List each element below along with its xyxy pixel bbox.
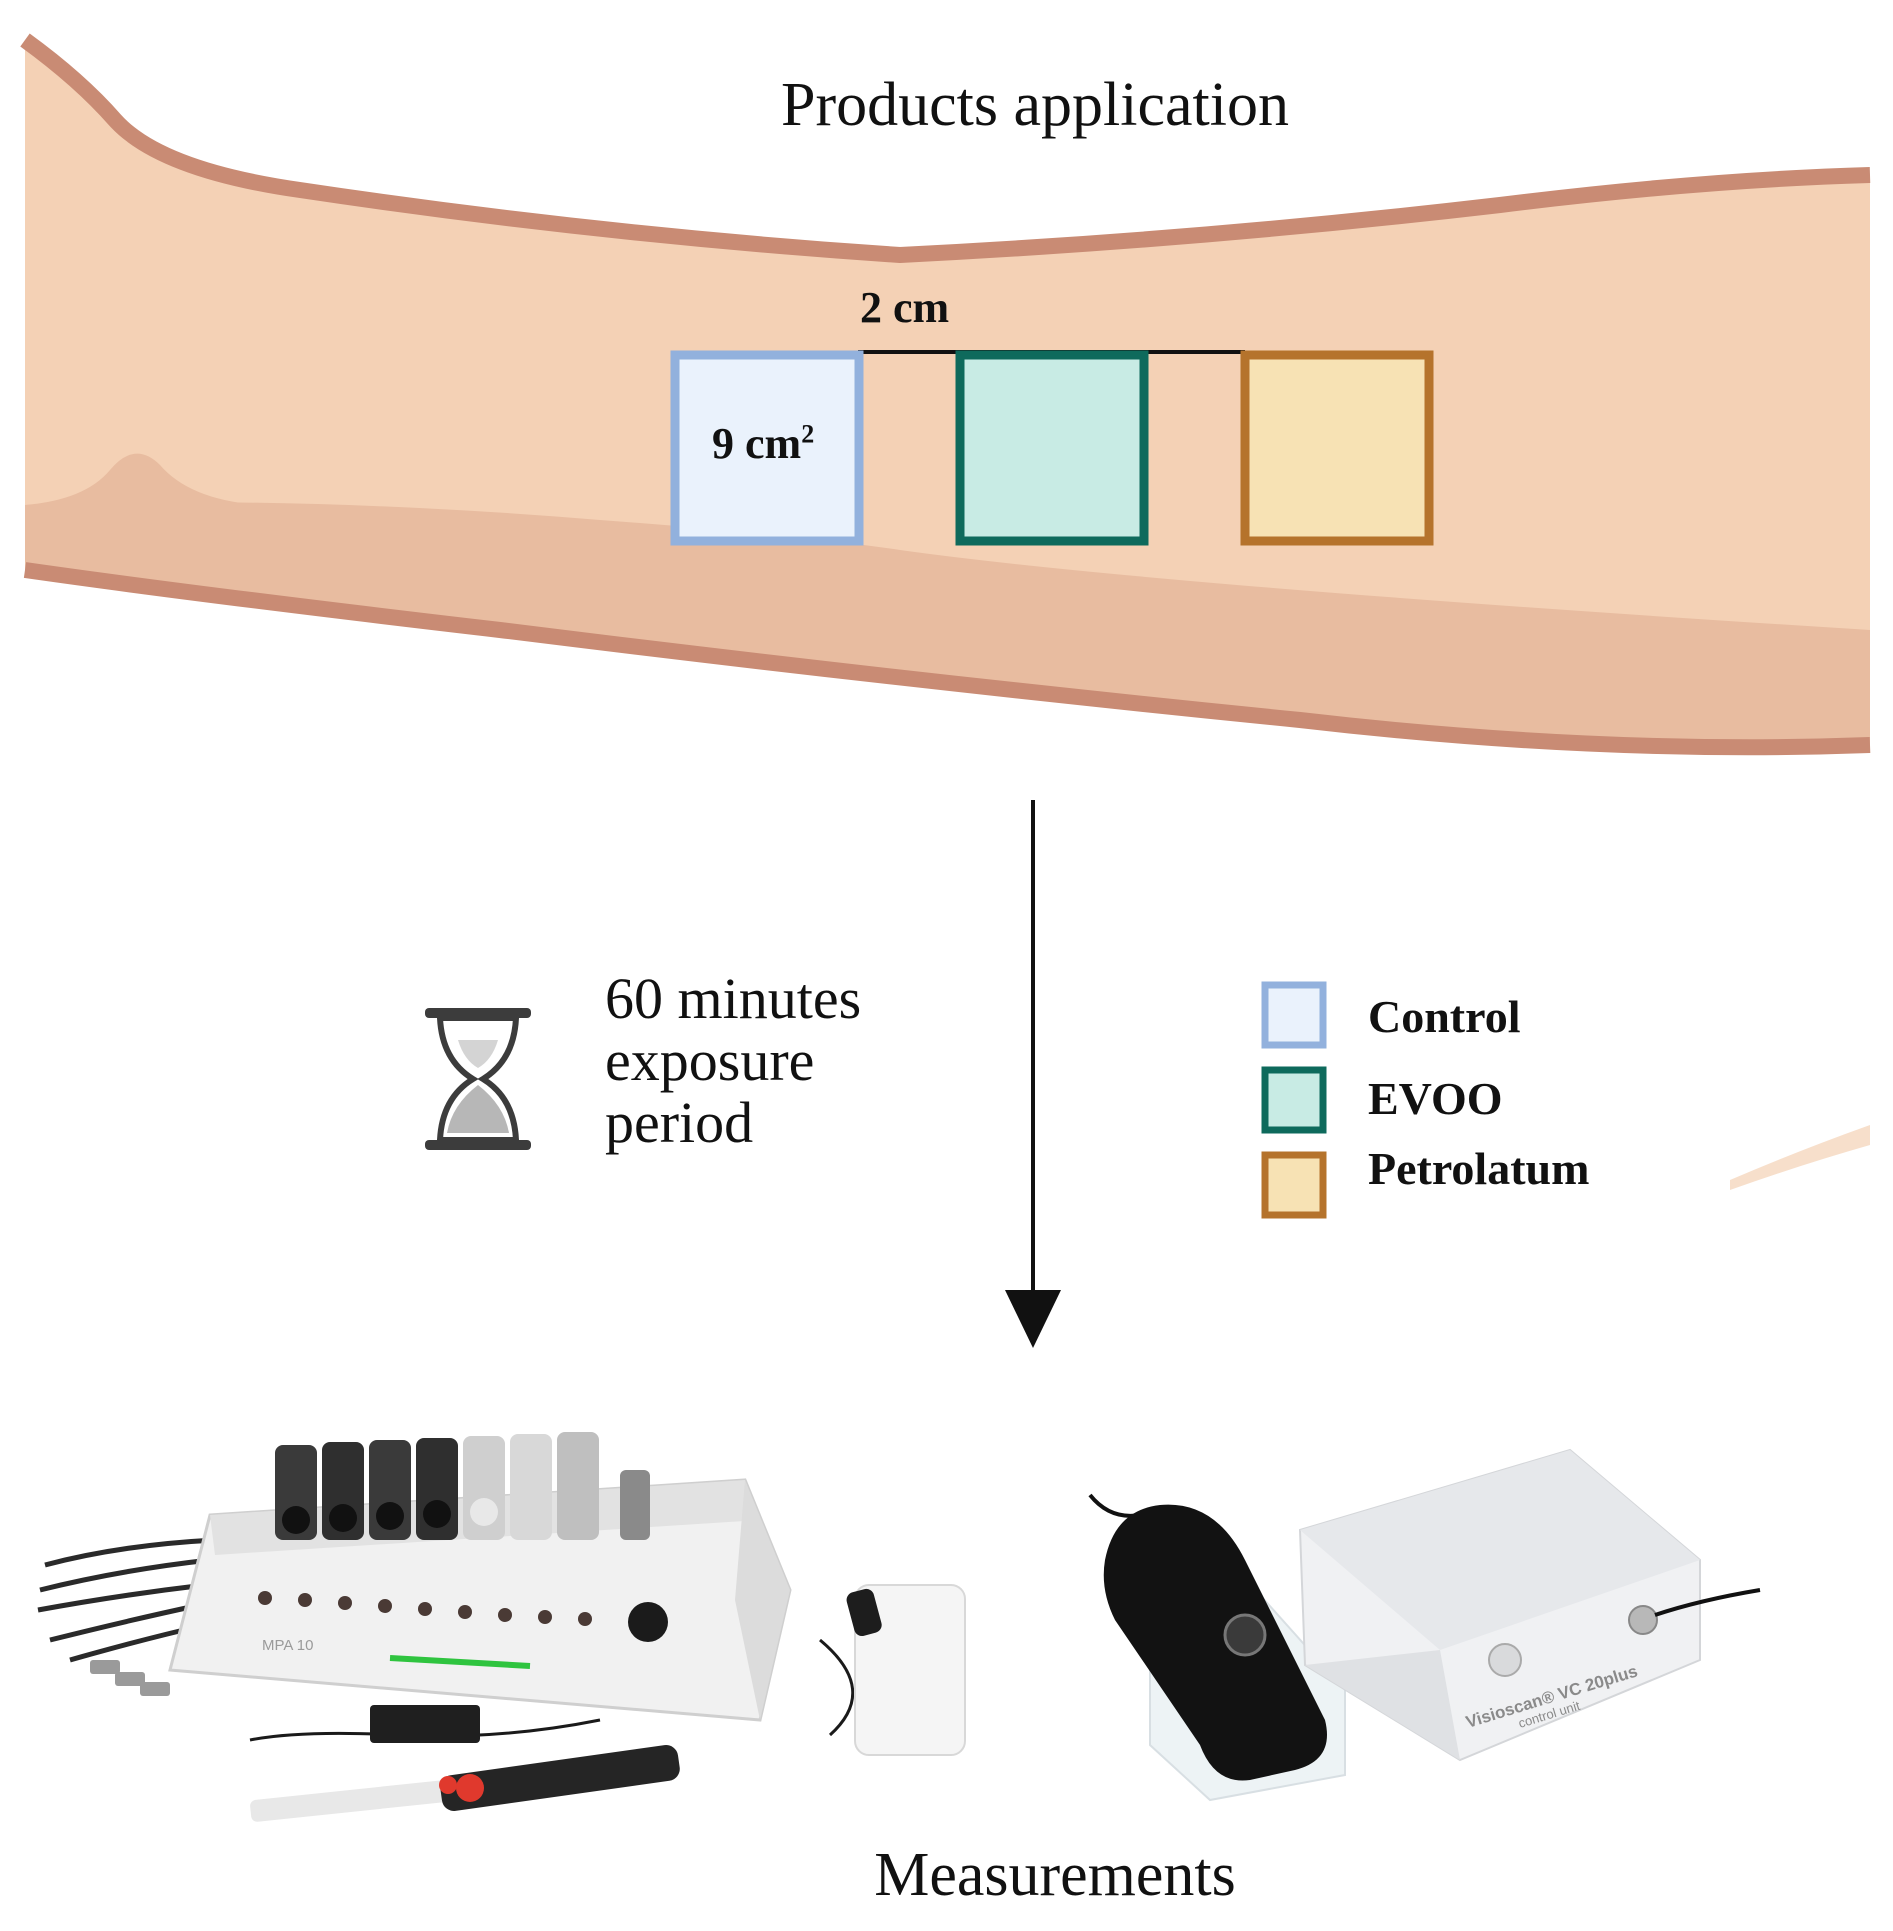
petrolatum-application-square [1240,350,1434,546]
exposure-line-period: period [605,1090,754,1155]
measurements-title: Measurements [874,1841,1236,1909]
legend-label-evoo: EVOO [1368,1073,1503,1124]
mpa10-measurement-device: MPA 10 [37,1432,966,1822]
hourglass-icon [425,1008,531,1150]
exposure-period-text: 60 minutes exposure period [605,968,861,1154]
area-label: 9 cm2 [712,418,814,469]
forearm-bottom-edge [23,562,1871,756]
spacing-label: 2 cm [860,283,950,332]
legend-swatch-control [1261,981,1327,1049]
wrist-bump [25,453,260,520]
area-label-main: 9 cm [712,419,802,468]
exposure-line-duration: 60 minutes [605,966,862,1031]
area-label-exponent: 2 [801,419,815,449]
control-application-square [670,350,864,546]
forearm-underside-shadow [25,502,1870,748]
forearm-top-edge [20,33,1871,264]
evoo-application-square [955,350,1149,546]
legend-label-control: Control [1368,991,1521,1042]
legend-swatch-evoo [1261,1066,1327,1134]
legend-swatch-petrolatum [1261,1151,1327,1219]
forearm-illustration [20,33,1871,1190]
exposure-line-exposure: exposure [605,1028,815,1093]
flow-arrow-head [1005,1290,1061,1348]
mpa10-label: MPA 10 [262,1637,313,1654]
visioscan-measurement-device: Visioscan® VC 20plus control unit [1088,1448,1761,1802]
products-application-title: Products application [781,71,1289,139]
arm-corner-hint [1730,1125,1870,1190]
legend-label-petrolatum: Petrolatum [1368,1143,1590,1194]
